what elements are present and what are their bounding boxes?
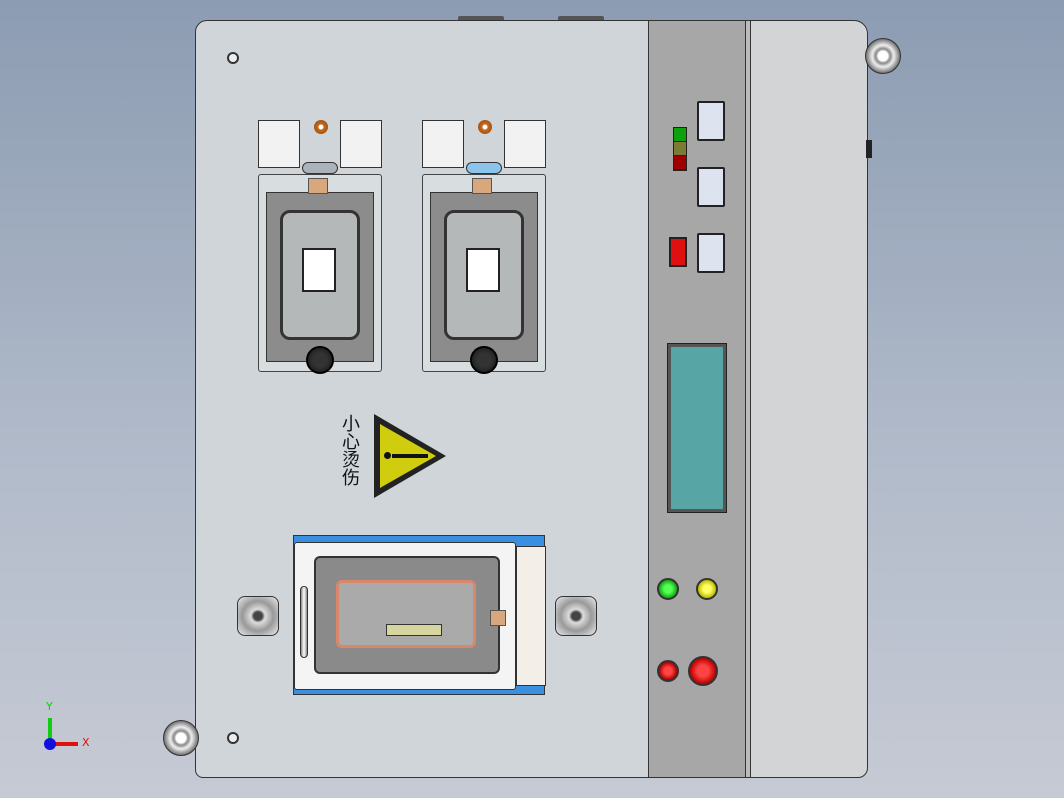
- start-button-green[interactable]: [657, 578, 679, 600]
- warning-text: 小心烫伤: [339, 414, 360, 486]
- caster-wheel: [865, 38, 901, 74]
- caster-wheel: [163, 720, 199, 756]
- usb-port[interactable]: [697, 167, 725, 207]
- knob[interactable]: [306, 346, 334, 374]
- test-fixture-left[interactable]: [258, 120, 382, 374]
- top-tab: [558, 16, 604, 22]
- exclamation-icon: [392, 454, 428, 458]
- clamp-knob-left[interactable]: [237, 596, 279, 636]
- x-axis-arrow: [50, 742, 78, 746]
- side-latch: [866, 140, 872, 158]
- z-axis-dot: [44, 738, 56, 750]
- mount-hole: [227, 52, 239, 64]
- usb-port[interactable]: [697, 233, 725, 273]
- exclamation-dot: [384, 452, 391, 459]
- usb-port[interactable]: [697, 101, 725, 141]
- top-tab: [458, 16, 504, 22]
- button-yellow[interactable]: [696, 578, 718, 600]
- device-screen: [466, 248, 500, 292]
- status-led-indicator: [673, 127, 687, 171]
- nut-icon: [478, 120, 492, 134]
- power-switch[interactable]: [669, 237, 687, 267]
- device-screen: [302, 248, 336, 292]
- mount-hole: [227, 732, 239, 744]
- clamp-knob-right[interactable]: [555, 596, 597, 636]
- y-axis-label: Y: [46, 700, 53, 713]
- emergency-stop-button[interactable]: [688, 656, 718, 686]
- bottom-fixture[interactable]: [293, 535, 546, 695]
- nut-icon: [314, 120, 328, 134]
- y-axis-arrow: [48, 718, 52, 746]
- test-fixture-right[interactable]: [422, 120, 546, 374]
- stop-button-red[interactable]: [657, 660, 679, 682]
- side-cover: [750, 20, 868, 778]
- x-axis-label: X: [82, 736, 90, 749]
- knob[interactable]: [470, 346, 498, 374]
- lcd-display: [667, 343, 727, 513]
